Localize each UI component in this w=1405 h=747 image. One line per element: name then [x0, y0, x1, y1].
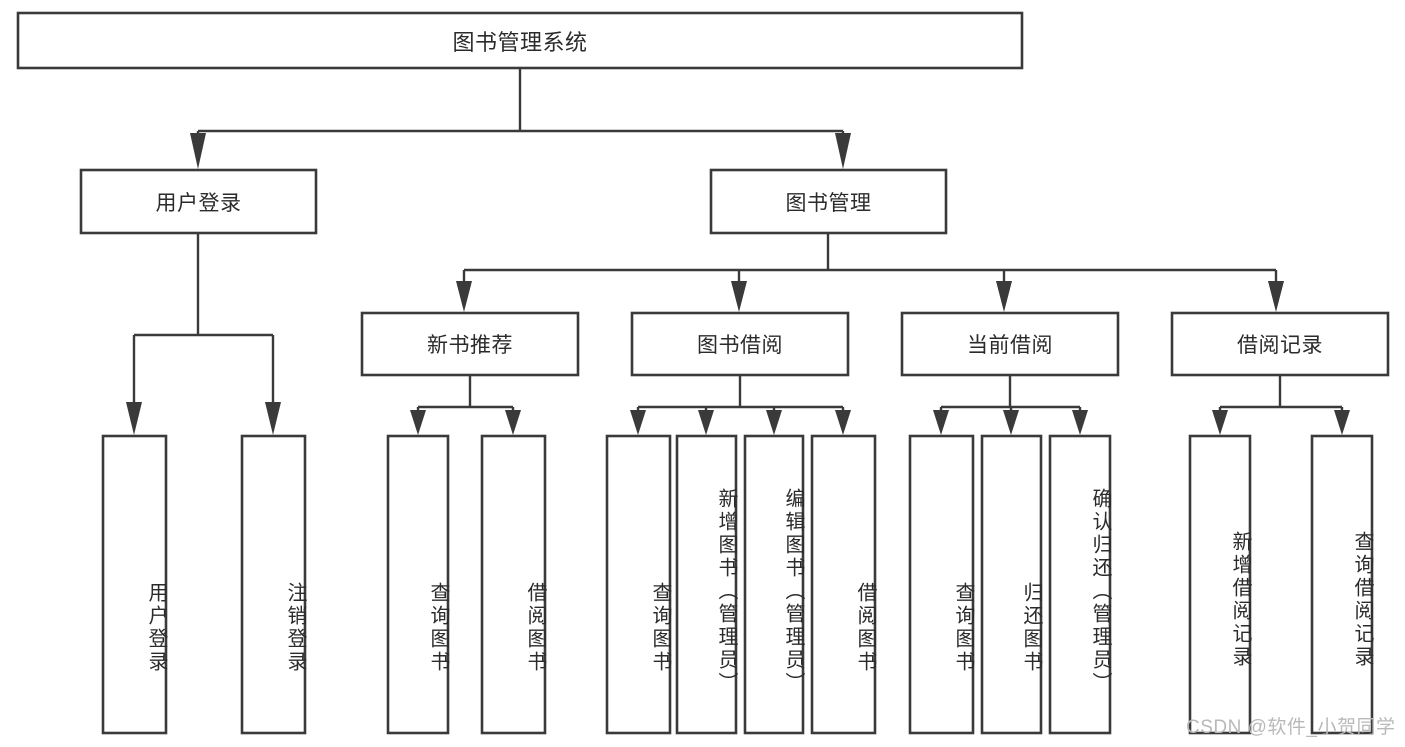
node-box-new-book-recommend[interactable]	[360, 311, 580, 377]
node-box-leaf-logout-login[interactable]	[240, 434, 307, 735]
node-box-leaf-add-record[interactable]	[1188, 434, 1252, 735]
arrowhead-leaf-add-record	[1212, 410, 1228, 435]
arrowhead-leaf-query-book-1	[410, 410, 426, 435]
node-box-book-manage[interactable]	[709, 168, 948, 235]
edge-group-user-login	[126, 233, 281, 435]
arrowhead-leaf-edit-book	[766, 410, 782, 435]
edge-group-root	[190, 68, 851, 169]
node-box-leaf-user-login[interactable]	[101, 434, 168, 735]
arrowhead-user-login	[190, 133, 206, 169]
arrowhead-borrow-record	[1268, 281, 1284, 312]
edge-group-borrow-record	[1212, 375, 1350, 435]
node-box-leaf-query-record[interactable]	[1310, 434, 1374, 735]
edge-group-current-borrow	[933, 375, 1088, 435]
node-box-leaf-query-book-3[interactable]	[908, 434, 975, 735]
arrowhead-leaf-logout-login	[265, 402, 281, 435]
arrowhead-new-book-recommend	[456, 281, 472, 312]
arrowhead-leaf-query-book-3	[933, 410, 949, 435]
arrowhead-leaf-add-book	[698, 410, 714, 435]
arrowhead-current-borrow	[996, 281, 1012, 312]
arrowhead-leaf-borrow-book-1	[505, 410, 521, 435]
node-box-root[interactable]	[16, 11, 1024, 70]
node-box-user-login[interactable]	[79, 168, 318, 235]
node-box-leaf-query-book-1[interactable]	[386, 434, 450, 735]
edge-group-new-book-recommend	[410, 375, 521, 435]
edge-group-book-borrow	[630, 375, 851, 435]
csdn-watermark: CSDN @软件_小贺同学	[1186, 717, 1396, 738]
node-box-leaf-borrow-book-1[interactable]	[480, 434, 547, 735]
arrowhead-leaf-query-record	[1334, 410, 1350, 435]
node-box-leaf-query-book-2[interactable]	[605, 434, 672, 735]
arrowhead-leaf-return-book	[1003, 410, 1019, 435]
arrowhead-leaf-user-login	[126, 402, 142, 435]
node-box-current-borrow[interactable]	[900, 311, 1120, 377]
arrowhead-book-borrow	[731, 281, 747, 312]
node-box-leaf-add-book[interactable]	[675, 434, 738, 735]
arrowhead-leaf-query-book-2	[630, 410, 646, 435]
arrowhead-leaf-borrow-book-2	[835, 410, 851, 435]
node-box-leaf-return-book[interactable]	[980, 434, 1043, 735]
node-box-leaf-borrow-book-2[interactable]	[810, 434, 877, 735]
node-box-book-borrow[interactable]	[630, 311, 850, 377]
edge-group-book-manage	[456, 233, 1284, 312]
node-box-leaf-edit-book[interactable]	[743, 434, 805, 735]
arrowhead-book-manage	[835, 133, 851, 169]
arrowhead-leaf-confirm-return	[1072, 410, 1088, 435]
node-box-leaf-confirm-return[interactable]	[1048, 434, 1112, 735]
node-box-borrow-record[interactable]	[1170, 311, 1390, 377]
